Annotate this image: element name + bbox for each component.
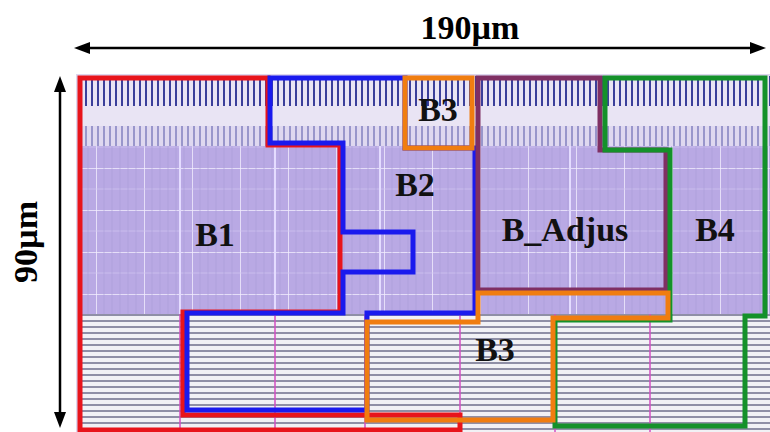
- block-label: B4: [695, 213, 735, 247]
- dimension-label: 190µm: [418, 11, 523, 45]
- layout-block: B3: [405, 78, 472, 148]
- block-label: B3: [418, 93, 458, 127]
- block-outline: [478, 78, 666, 290]
- block-outline: [367, 293, 668, 420]
- dimension-label: 90µm: [9, 198, 43, 286]
- block-outline: [187, 78, 475, 410]
- block-outline: [555, 78, 765, 426]
- block-label: B2: [395, 168, 435, 202]
- block-label: B_Adjus: [502, 213, 629, 247]
- layout-block: B_Adjus: [478, 78, 666, 290]
- layout-block: B4: [555, 78, 765, 426]
- layout-block: B2: [187, 78, 475, 410]
- layout-block: B3: [367, 293, 668, 420]
- block-label: B1: [195, 218, 235, 252]
- block-label: B3: [475, 333, 515, 367]
